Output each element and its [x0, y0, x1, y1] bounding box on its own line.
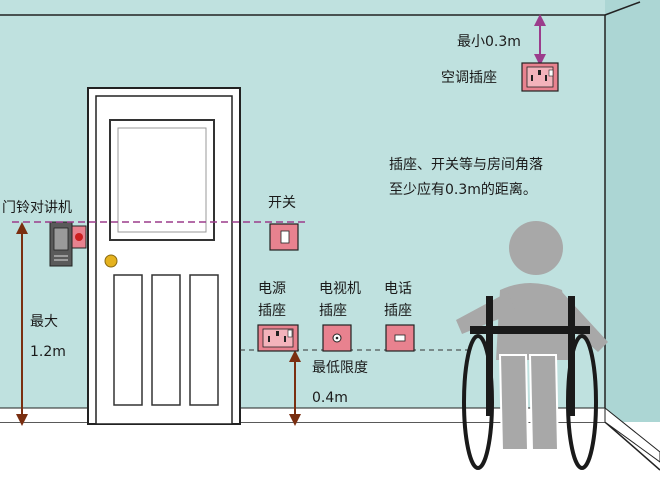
door-knob	[104, 254, 118, 268]
min-ceiling-label: 最小0.3m	[457, 34, 521, 50]
min-height-label-2: 0.4m	[312, 390, 348, 406]
phone-socket-label-2: 插座	[384, 303, 412, 319]
note-line-1: 插座、开关等与房间角落	[389, 156, 543, 173]
ac-socket	[521, 62, 559, 92]
torso	[496, 283, 574, 360]
head	[509, 221, 563, 275]
power-socket-label-2: 插座	[258, 303, 286, 319]
power-socket	[257, 324, 299, 352]
wheelchair-user-figure	[456, 221, 608, 470]
tv-socket	[322, 324, 352, 352]
door-panel-1	[113, 274, 143, 406]
wheel-left	[462, 334, 494, 470]
power-socket-label-1: 电源	[258, 281, 286, 297]
switch-label: 开关	[268, 195, 296, 211]
door-panel-3	[189, 274, 219, 406]
min-height-label-1: 最低限度	[312, 360, 368, 376]
ac-socket-label: 空调插座	[441, 70, 497, 86]
max-height-label-2: 1.2m	[30, 344, 66, 360]
max-height-label-1: 最大	[30, 314, 58, 330]
intercom-label: 门铃对讲机	[2, 200, 72, 216]
tv-socket-label-2: 插座	[319, 303, 347, 319]
phone-socket	[385, 324, 415, 352]
door	[87, 87, 241, 425]
note-line-2: 至少应有0.3m的距离。	[389, 181, 537, 198]
phone-socket-label-1: 电话	[384, 281, 412, 297]
intercom-device	[49, 221, 87, 267]
door-panel-2	[151, 274, 181, 406]
leg-right	[528, 354, 560, 451]
tv-socket-label-1: 电视机	[319, 281, 361, 297]
floor	[0, 422, 660, 486]
wheel-right	[566, 334, 598, 470]
arm-right	[554, 292, 608, 352]
switch-plate	[269, 223, 299, 251]
side-wall	[605, 0, 660, 486]
leg-left	[498, 354, 530, 451]
